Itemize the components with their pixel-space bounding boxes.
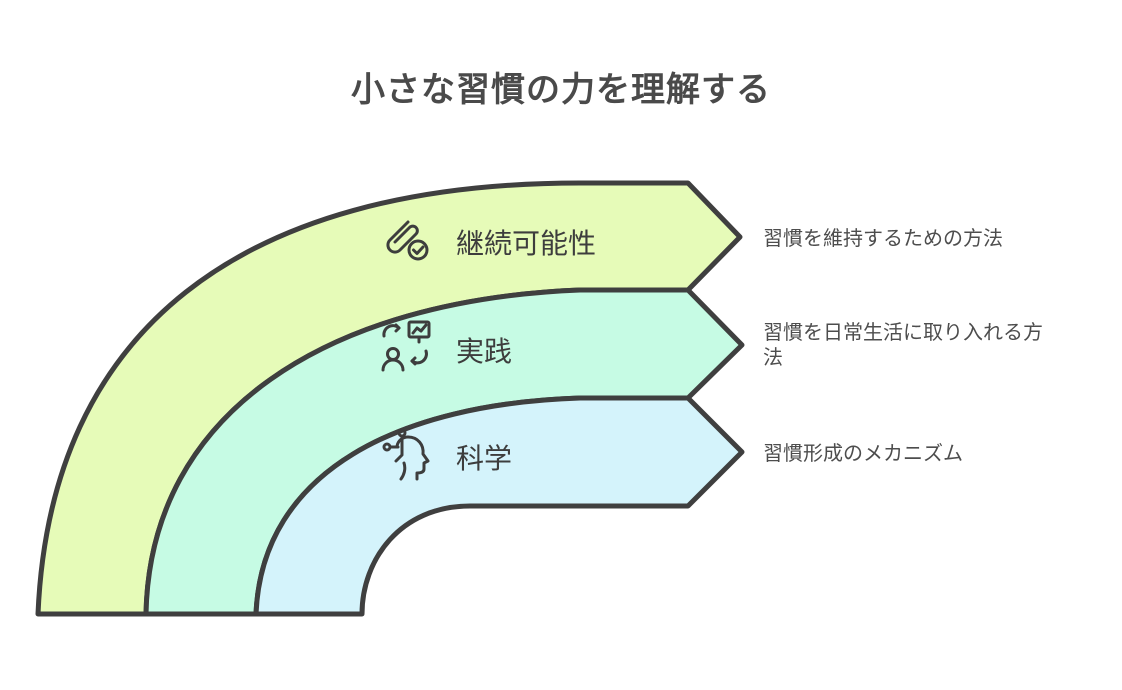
band-label-science: 科学 (456, 442, 513, 475)
paperclip-check-icon (386, 220, 429, 261)
description-practice: 習慣を日常生活に取り入れる方 法 (763, 320, 1043, 369)
description-science: 習慣形成のメカニズム (763, 441, 963, 465)
band-label-sustainability: 継続可能性 (456, 227, 597, 260)
presentation-person-icon (381, 320, 431, 372)
description-sustainability: 習慣を維持するための方法 (763, 226, 1003, 250)
head-thought-icon (382, 428, 430, 481)
band-science (253, 395, 745, 617)
diagram-title: 小さな習慣の力を理解する (351, 70, 771, 110)
band-label-practice: 実践 (456, 335, 513, 368)
